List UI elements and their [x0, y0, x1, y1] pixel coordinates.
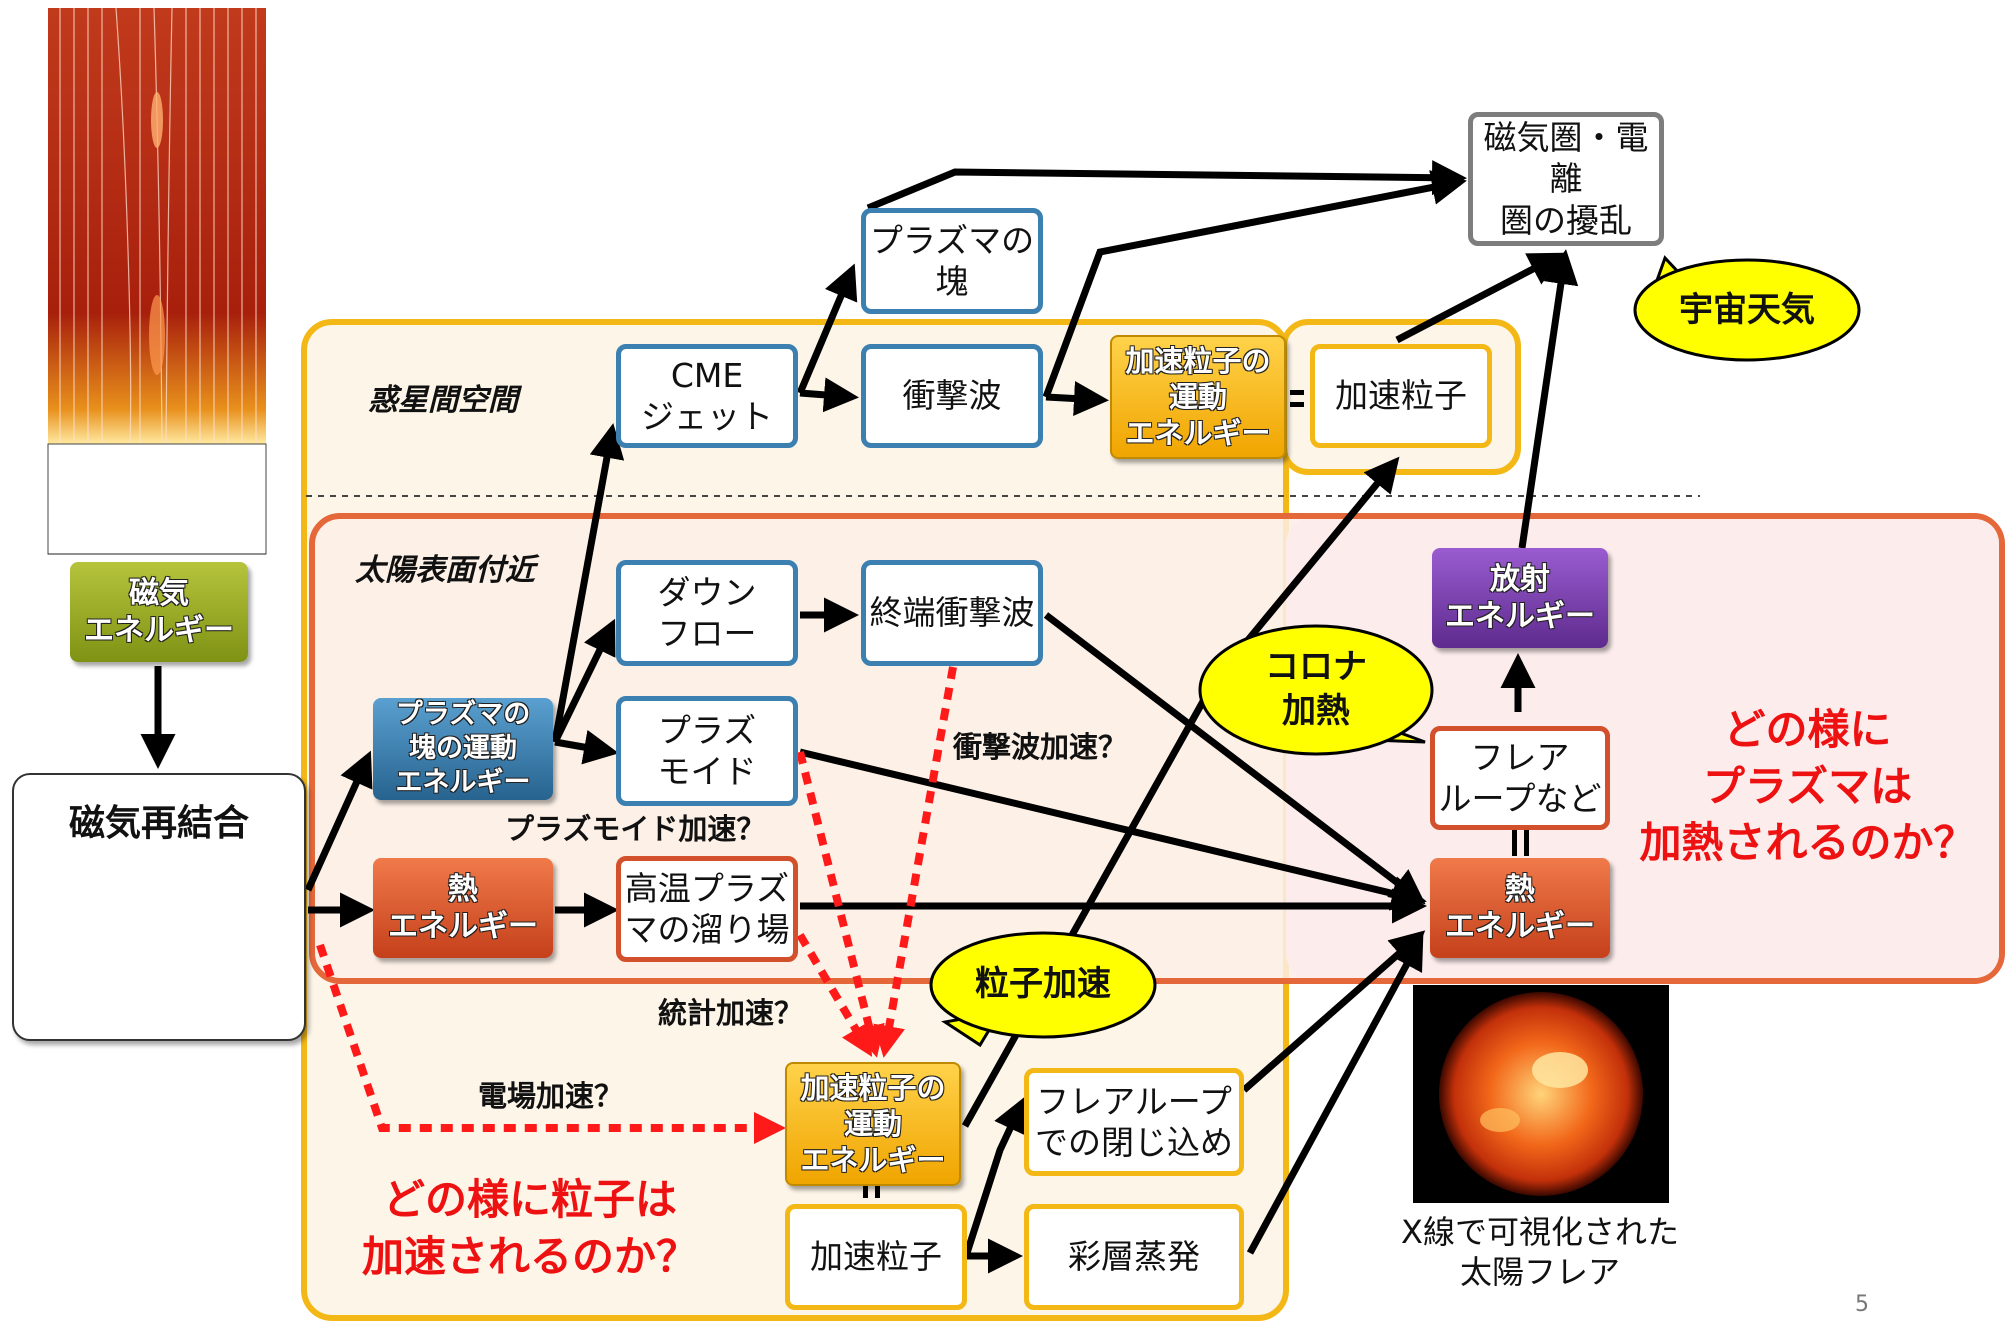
- flare-loop-confinement-box[interactable]: フレアループ での閉じ込め: [1024, 1068, 1244, 1176]
- arrow-blob-to-plasmoid: [554, 729, 619, 765]
- reconnection-box[interactable]: 磁気再結合: [12, 773, 306, 1041]
- cme-jet-box[interactable]: CME ジェット: [616, 344, 798, 448]
- acceleration-question: どの様に粒子は 加速されるのか？: [361, 1175, 698, 1281]
- arrow-blob-to-magnetosphere: [866, 160, 1467, 212]
- arrow-evap-to-thermal: [1246, 933, 1424, 1255]
- reconnection-simulation-image: [47, 7, 267, 555]
- accel-particles-bottom-box[interactable]: 加速粒子: [785, 1204, 967, 1310]
- arrow-blob-to-downflow: [551, 618, 616, 744]
- thermal-energy-left-box[interactable]: 熱 エネルギー: [373, 858, 553, 958]
- corona-heating-label: コロナ 加熱: [1265, 647, 1367, 732]
- bubble-corona-heating: [1198, 624, 1434, 756]
- shock-box[interactable]: 衝撃波: [861, 344, 1043, 448]
- magnetosphere-box[interactable]: 磁気圏・電離 圏の擾乱: [1468, 112, 1664, 246]
- question-arrows: [316, 666, 957, 1144]
- efield-accel-label: 電場加速？: [478, 1079, 624, 1113]
- magnetic-energy-box[interactable]: 磁気 エネルギー: [70, 562, 248, 662]
- reconnection-label: 磁気再結合: [68, 803, 249, 844]
- arrow-particles-to-loop: [963, 1096, 1026, 1255]
- accel-particles-top-box[interactable]: 加速粒子: [1310, 344, 1492, 448]
- xray-sun-image: [1413, 985, 1669, 1203]
- radiation-energy-box[interactable]: 放射 エネルギー: [1432, 548, 1608, 648]
- termination-shock-box[interactable]: 終端衝撃波: [861, 560, 1043, 666]
- region-label-solar-surface: 太陽表面付近: [355, 553, 535, 588]
- thermal-energy-right-box[interactable]: 熱 エネルギー: [1430, 858, 1610, 958]
- bubble-space-weather: [1633, 255, 1861, 362]
- plasmoid-box[interactable]: プラズ モイド: [616, 696, 798, 806]
- downflow-box[interactable]: ダウン フロー: [616, 560, 798, 666]
- heating-question: どの様に プラズマは 加熱されるのか？: [1639, 705, 1976, 868]
- arrow-particles-to-magnetosphere: [1395, 252, 1565, 344]
- page-number: 5: [1855, 1292, 1869, 1317]
- arrow-cme-to-shock: [799, 377, 859, 413]
- plasmoid-accel-label: プラズモイド加速？: [505, 812, 766, 846]
- plasma-blob-energy-box[interactable]: プラズマの 塊の運動 エネルギー: [373, 698, 553, 800]
- plasma-blob-box[interactable]: プラズマの 塊: [861, 208, 1043, 314]
- arrow-plasmoid-to-thermal: [799, 748, 1427, 911]
- region-label-interplanetary: 惑星間空間: [368, 383, 518, 418]
- chromospheric-evaporation-box[interactable]: 彩層蒸発: [1024, 1204, 1244, 1310]
- accel-energy-top-box[interactable]: 加速粒子の 運動 エネルギー: [1110, 335, 1286, 459]
- arrow-shock-to-accel: [1045, 381, 1109, 416]
- arrow-blob-to-cme: [551, 423, 625, 743]
- hot-plasma-pool-box[interactable]: 高温プラズ マの溜り場: [616, 856, 798, 962]
- accel-energy-bottom-box[interactable]: 加速粒子の 運動 エネルギー: [785, 1062, 961, 1186]
- arrow-loop-to-thermal: [1241, 930, 1426, 1093]
- arrow-efield-accel: [316, 943, 786, 1144]
- space-weather-label: 宇宙天気: [1679, 290, 1815, 330]
- arrow-cme-to-blob: [796, 263, 858, 395]
- arrow-reconnection-to-plasmablob: [304, 750, 373, 892]
- statistical-accel-label: 統計加速？: [658, 996, 804, 1030]
- arrow-radiation-to-magnetosphere: [1518, 249, 1579, 549]
- shock-accel-label: 衝撃波加速？: [953, 730, 1128, 764]
- arrow-statistical-accel: [796, 932, 873, 1057]
- arrow-shock-accel: [873, 666, 957, 1058]
- bubble-particle-acceleration: [929, 931, 1157, 1048]
- arrow-plasmoid-accel: [796, 751, 885, 1058]
- sun-caption: X線で可視化された 太陽フレア: [1401, 1213, 1679, 1291]
- particle-acceleration-label: 粒子加速: [975, 964, 1111, 1004]
- flare-loops-box[interactable]: フレア ループなど: [1430, 726, 1610, 830]
- arrow-shock-to-magnetosphere: [1042, 170, 1467, 399]
- arrow-term-to-thermal: [1043, 612, 1426, 905]
